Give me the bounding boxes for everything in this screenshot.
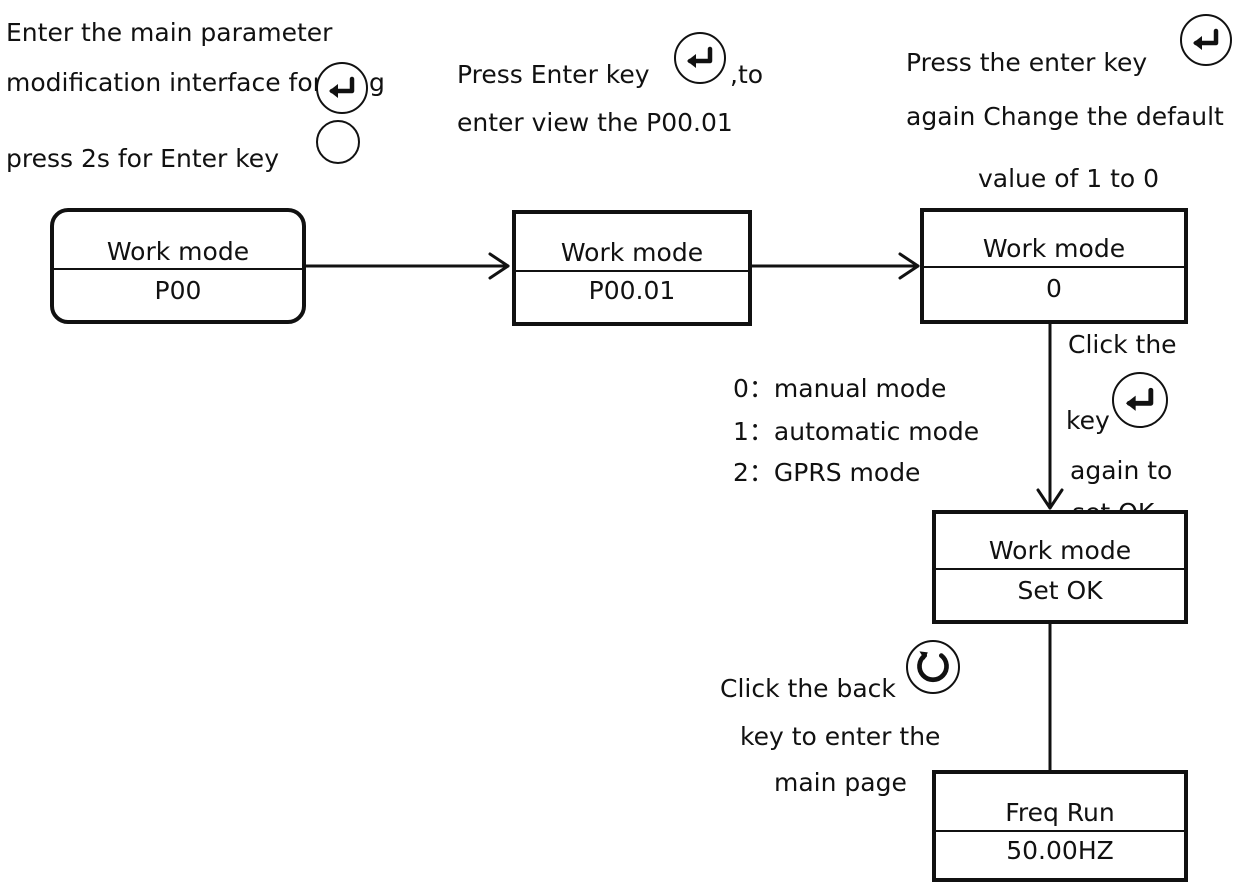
- box-value: P00: [154, 276, 202, 305]
- mode-option-automatic: 1：automatic mode: [733, 417, 980, 446]
- enter-key-icon: [674, 32, 726, 84]
- step1-note-line1: Enter the main parameter: [6, 18, 333, 47]
- box-value: Set OK: [1017, 576, 1103, 605]
- box-value: 50.00HZ: [1006, 836, 1114, 865]
- step2-note-line2: enter view the P00.01: [457, 108, 733, 137]
- step4-note-line1: Click the: [1068, 330, 1177, 359]
- step3-note-line2: again Change the default: [906, 102, 1224, 131]
- enter-key-icon: [1180, 14, 1232, 66]
- step3-note-line1: Press the enter key: [906, 48, 1148, 77]
- mode-option-gprs: 2：GPRS mode: [733, 458, 921, 487]
- back-key-icon: [906, 640, 960, 694]
- step5-note-line1: Click the back: [720, 674, 896, 703]
- step4-note-line2: key: [1066, 406, 1110, 435]
- box-value: 0: [1046, 274, 1062, 303]
- work-mode-p00-box: Work mode P00: [50, 208, 306, 324]
- box-title: Work mode: [106, 237, 250, 266]
- box-title: Work mode: [988, 536, 1132, 565]
- box-divider: [936, 568, 1184, 570]
- freq-run-box: Freq Run 50.00HZ: [932, 770, 1188, 882]
- box-title: Work mode: [560, 238, 704, 267]
- box-divider: [924, 266, 1184, 268]
- step3-note-line3: value of 1 to 0: [978, 164, 1160, 193]
- step5-note-line3: main page: [774, 768, 907, 797]
- work-mode-set-ok-box: Work mode Set OK: [932, 510, 1188, 624]
- box-divider: [54, 268, 302, 270]
- box-value: P00.01: [588, 276, 676, 305]
- box-title: Work mode: [982, 234, 1126, 263]
- step2-note-line1: Press Enter key: [457, 60, 650, 89]
- box-divider: [516, 270, 748, 272]
- box-title: Freq Run: [1005, 798, 1115, 827]
- work-mode-0-box: Work mode 0: [920, 208, 1188, 324]
- step5-note-line2: key to enter the: [740, 722, 941, 751]
- enter-key-icon: [316, 120, 360, 164]
- step2-note-line1-suffix: ,to: [730, 60, 764, 89]
- work-mode-p00-01-box: Work mode P00.01: [512, 210, 752, 326]
- mode-option-manual: 0：manual mode: [733, 374, 947, 403]
- box-divider: [936, 830, 1184, 832]
- enter-key-icon: [316, 62, 368, 114]
- step1-note-line3: press 2s for Enter key: [6, 144, 279, 173]
- step4-note-line3: again to: [1070, 456, 1173, 485]
- enter-key-icon: [1112, 372, 1168, 428]
